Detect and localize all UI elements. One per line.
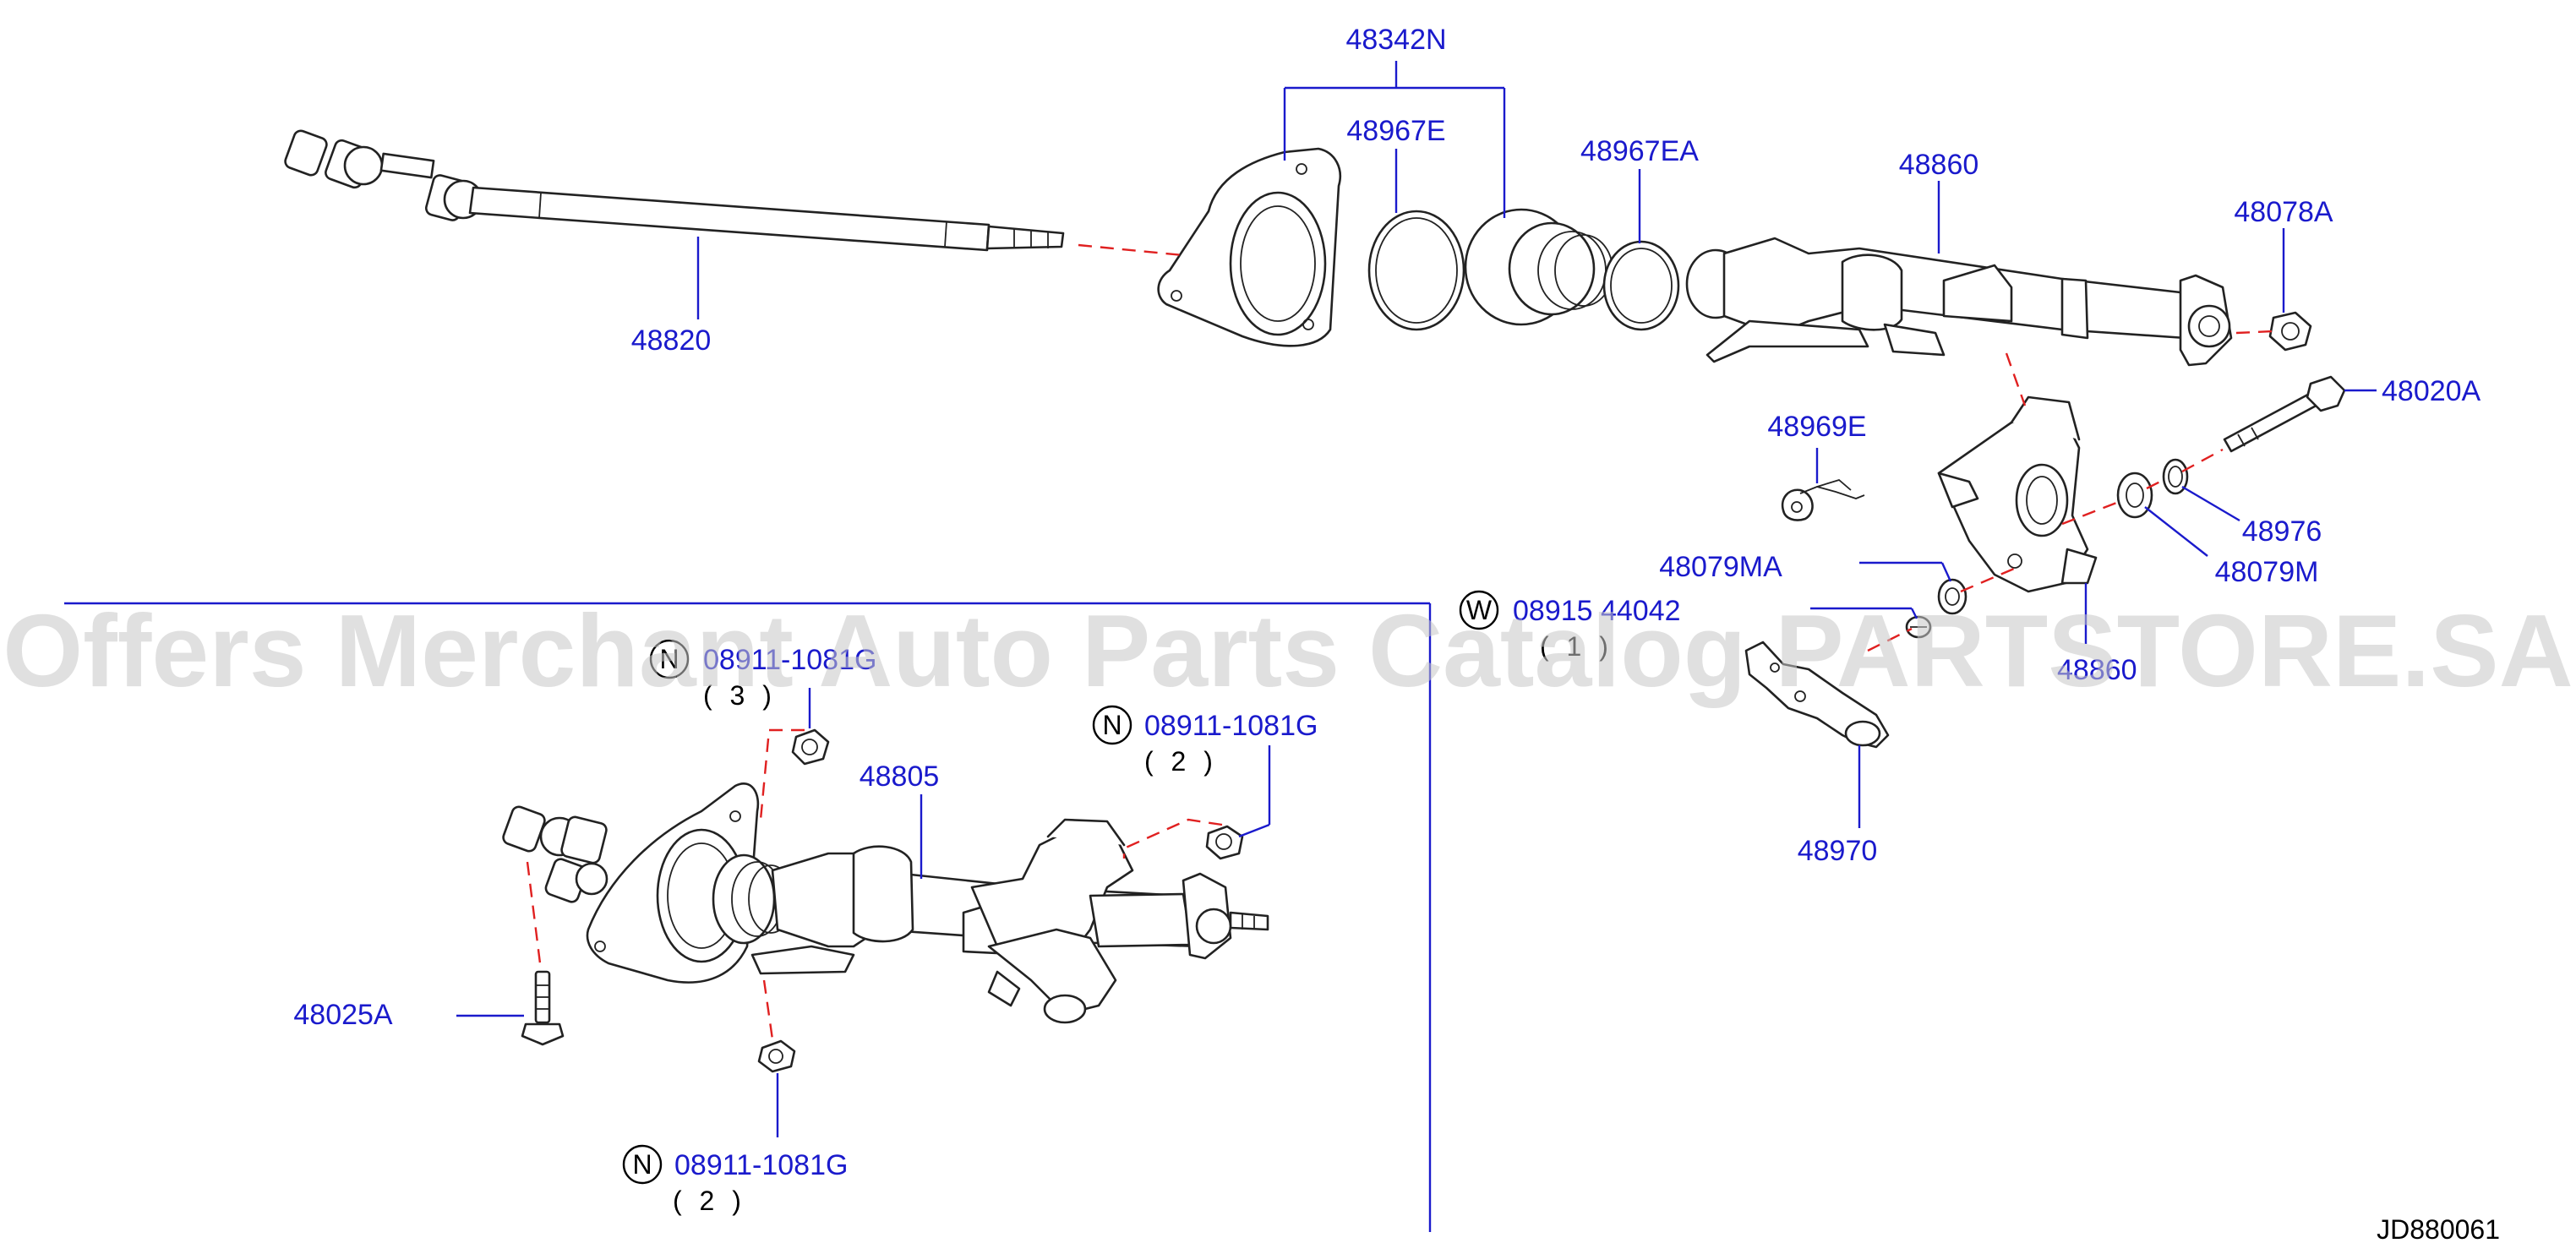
label-48976[interactable]: 48976 — [2242, 515, 2322, 548]
label-48020A[interactable]: 48020A — [2382, 375, 2481, 407]
nut-08911-1081G-upper[interactable] — [791, 728, 830, 766]
bolt-48020A[interactable] — [2223, 375, 2346, 453]
screw-08915-44042[interactable] — [1905, 615, 1932, 639]
n-part-number-lower[interactable]: 08911-1081G — [674, 1149, 848, 1181]
washer-48976[interactable] — [2162, 458, 2189, 495]
label-48342N[interactable]: 48342N — [1345, 24, 1446, 56]
label-48860-mid[interactable]: 48860 — [2057, 654, 2137, 686]
lever-48970[interactable] — [1744, 641, 1890, 749]
nut-08911-1081G-right[interactable] — [1205, 825, 1244, 860]
bearing-48079M[interactable] — [2116, 472, 2153, 519]
n-symbol-letter-lower: N — [632, 1149, 652, 1180]
steering-column-assembly-48805[interactable] — [501, 782, 1269, 1024]
diagram-code: JD880061 — [2377, 1214, 2500, 1245]
n-part-number-right[interactable]: 08911-1081G — [1144, 710, 1318, 742]
n-symbol-letter-upper: N — [659, 644, 679, 674]
w-symbol-letter: W — [1466, 595, 1493, 625]
column-hole-cover-48342N[interactable] — [1157, 147, 1341, 347]
seal-ring-48967E[interactable] — [1367, 210, 1465, 331]
nut-48078A[interactable] — [2268, 311, 2312, 352]
w-part-qty: ( 1 ) — [1540, 631, 1613, 662]
steering-column-48860-upper[interactable] — [1685, 237, 2233, 367]
washer-48079MA[interactable] — [1937, 578, 1967, 615]
dashed-links — [526, 243, 2274, 1040]
leader-lines — [456, 61, 2377, 1137]
label-48079MA[interactable]: 48079MA — [1659, 551, 1782, 583]
label-48969E[interactable]: 48969E — [1767, 411, 1866, 443]
label-48967E[interactable]: 48967E — [1346, 115, 1445, 147]
w-symbol-circle — [1459, 590, 1499, 630]
label-48805[interactable]: 48805 — [860, 761, 940, 793]
n-symbol-circle-right — [1092, 705, 1132, 745]
w-part-number[interactable]: 08915 44042 — [1513, 595, 1681, 627]
n-part-qty-right: ( 2 ) — [1144, 746, 1218, 777]
label-48967EA[interactable]: 48967EA — [1580, 135, 1699, 167]
n-part-qty-upper: ( 3 ) — [703, 680, 777, 711]
subassembly-frame — [64, 602, 1432, 1232]
label-48078A[interactable]: 48078A — [2234, 196, 2333, 228]
n-part-number-upper[interactable]: 08911-1081G — [703, 644, 876, 676]
label-48970[interactable]: 48970 — [1798, 835, 1878, 867]
nut-08911-1081G-lower[interactable] — [757, 1039, 796, 1073]
n-symbol-circle-upper — [649, 639, 690, 679]
spring-48969E[interactable] — [1781, 478, 1865, 521]
label-48820[interactable]: 48820 — [631, 324, 712, 357]
lock-bracket-assembly[interactable] — [1937, 395, 2098, 593]
grommet-boot[interactable] — [1464, 208, 1613, 326]
bolt-48025A[interactable] — [521, 970, 565, 1046]
callout-n-08911-1081G-upper[interactable]: N 08911-1081G ( 3 ) — [649, 639, 876, 711]
n-symbol-circle-lower — [622, 1144, 663, 1185]
part-labels: 48342N 48967E 48967EA 48860 48078A 48020… — [293, 24, 2480, 1031]
n-part-qty-lower: ( 2 ) — [673, 1186, 746, 1216]
callout-n-08911-1081G-lower[interactable]: N 08911-1081G ( 2 ) — [622, 1144, 848, 1216]
seal-ring-48967EA[interactable] — [1602, 240, 1680, 331]
watermark-text: Offers Merchant Auto Parts Catalog PARTS… — [3, 593, 2573, 708]
n-symbol-letter-right: N — [1102, 710, 1122, 740]
intermediate-shaft-48820[interactable] — [283, 129, 1065, 252]
label-48079M[interactable]: 48079M — [2215, 556, 2319, 588]
label-48860-top[interactable]: 48860 — [1899, 149, 1979, 181]
label-48025A[interactable]: 48025A — [293, 999, 393, 1031]
callout-n-08911-1081G-right[interactable]: N 08911-1081G ( 2 ) — [1092, 705, 1318, 777]
callout-w-08915-44042[interactable]: W 08915 44042 ( 1 ) — [1459, 590, 1681, 662]
